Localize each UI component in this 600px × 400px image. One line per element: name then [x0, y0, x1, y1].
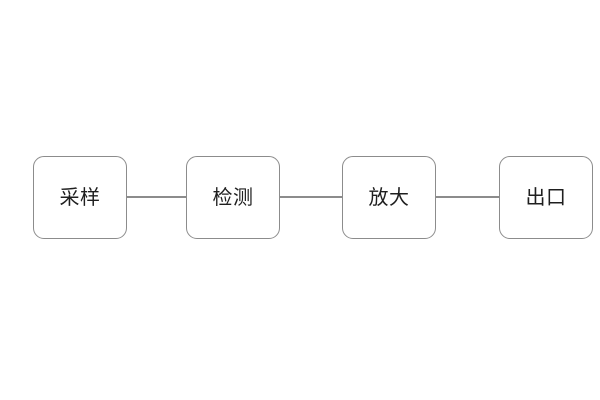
flow-connector-1 — [127, 196, 186, 198]
flow-connector-2 — [280, 196, 342, 198]
flow-chain: 采样 检测 放大 出口 — [0, 155, 600, 239]
flow-node-label: 采样 — [59, 185, 101, 209]
flow-node-detection[interactable]: 检测 — [186, 155, 280, 239]
flow-node-outlet[interactable]: 出口 — [499, 155, 593, 239]
flow-node-label: 检测 — [212, 185, 254, 209]
flow-connector-3 — [436, 196, 499, 198]
flow-node-sampling[interactable]: 采样 — [33, 155, 127, 239]
flow-node-label: 放大 — [368, 185, 410, 209]
flow-node-label: 出口 — [525, 185, 567, 209]
flow-node-amplify[interactable]: 放大 — [342, 155, 436, 239]
